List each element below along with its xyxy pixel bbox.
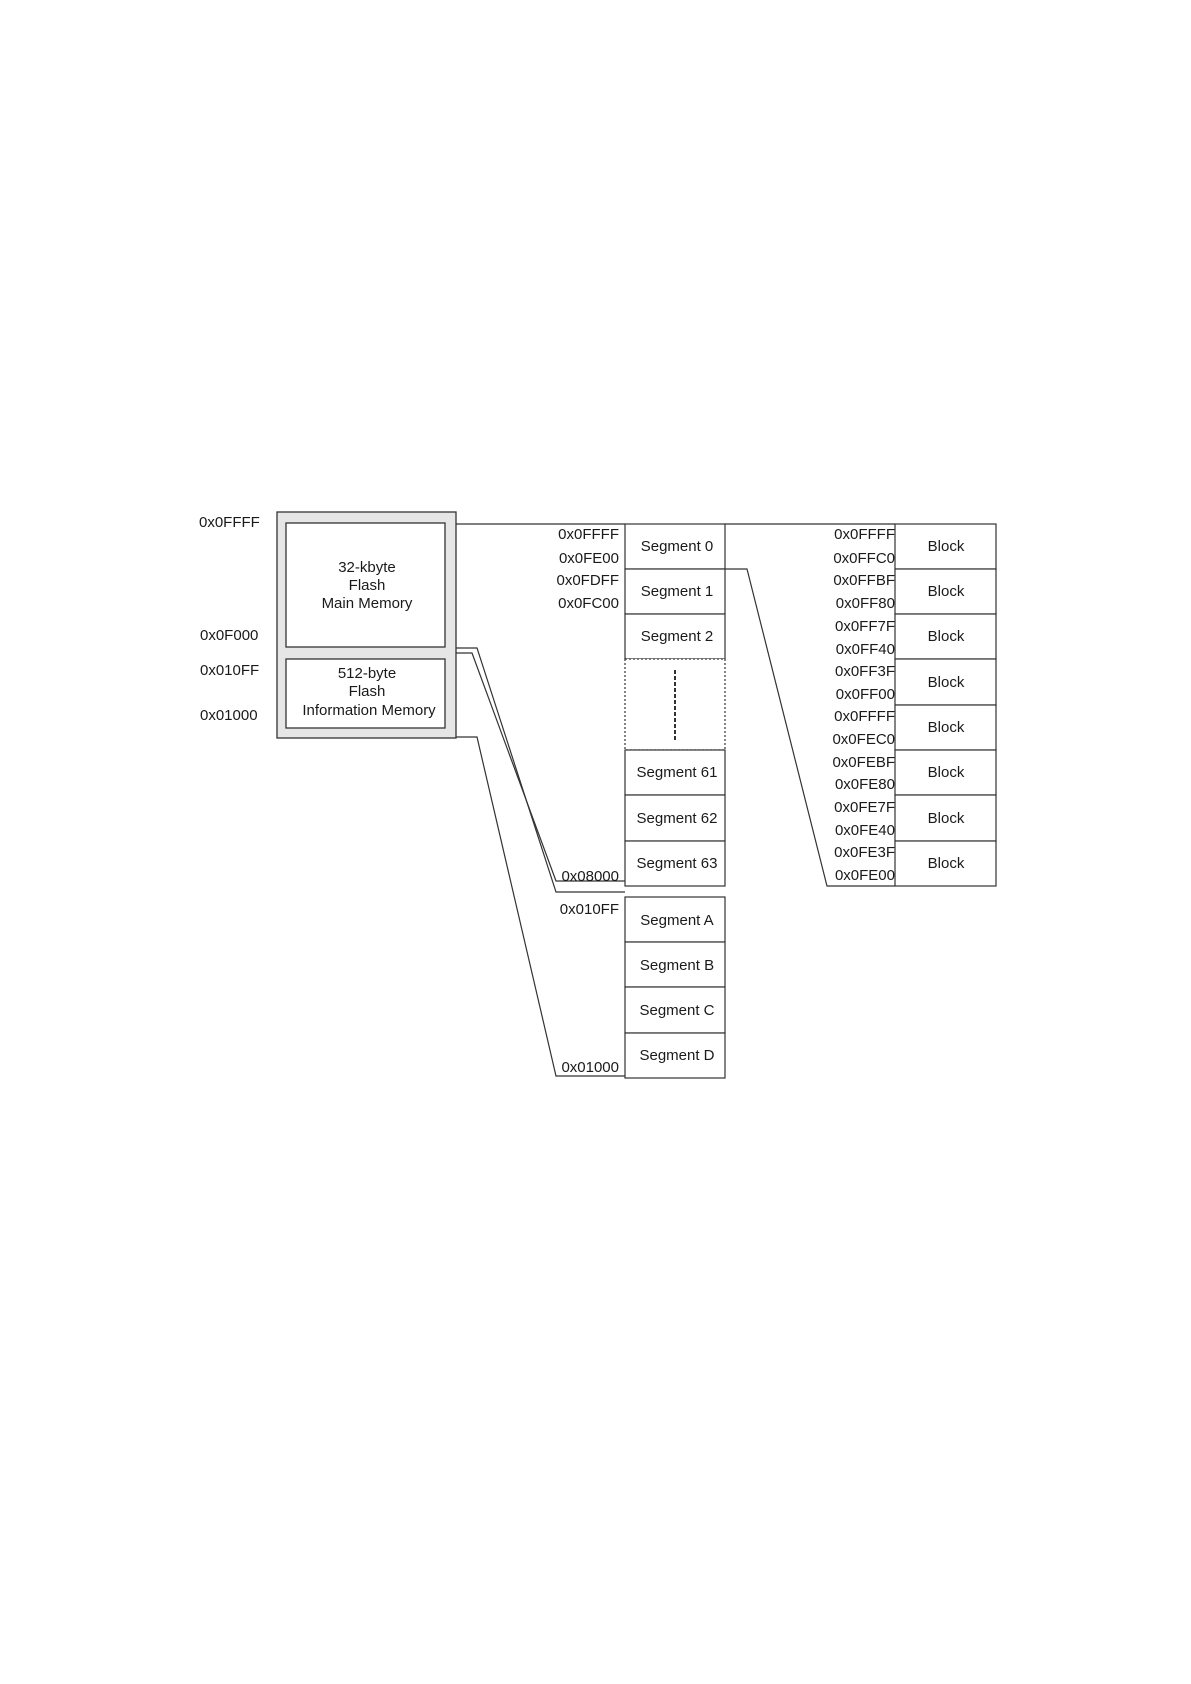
block-address: 0x0FF7F [835,618,895,635]
segment-address: 0x0FDFF [556,572,619,589]
block-box [894,704,997,751]
block-address: 0x0FE40 [835,822,895,839]
block-label: Block [928,855,965,872]
flash-top-address: 0x0FFFF [199,514,260,531]
flash-overview: 32-kbyte Flash Main Memory 512-byte Flas… [199,511,457,739]
segment-label: Segment 61 [637,764,718,781]
block-address: 0x0FE80 [835,776,895,793]
segment-label: Segment B [640,957,714,974]
main-memory-type-label: Flash [349,577,386,594]
info-memory-box [285,658,446,729]
segment-ellipsis-box [624,658,726,751]
segment-box [624,523,726,570]
segment-address: 0x0FFFF [558,526,619,543]
block-label: Block [928,764,965,781]
segment-label: Segment 0 [641,538,714,555]
block-box [894,568,997,615]
connector-main-bottom-b [456,652,625,882]
info-memory-size-label: 512-byte [338,665,396,682]
block-address: 0x0FE3F [834,844,895,861]
block-box [894,794,997,842]
block-address: 0x0FF40 [836,641,895,658]
segment-label: Segment 62 [637,810,718,827]
segment-box [624,1032,726,1079]
segment-box [624,613,726,660]
connector-info-bottom [456,736,625,1077]
main-memory-box [285,522,446,648]
block-label: Block [928,674,965,691]
block-address: 0x0FFFF [834,708,895,725]
block-address: 0x0FFBF [833,572,895,589]
connector-main-bottom-a [456,647,625,893]
segment-box [624,896,726,943]
segment-label: Segment 2 [641,628,714,645]
block-box [894,523,997,570]
block-address: 0x0FFC0 [833,550,895,567]
segment-box [624,986,726,1034]
segment-address: 0x0FC00 [558,595,619,612]
block-label: Block [928,538,965,555]
info-bottom-address: 0x01000 [200,707,258,724]
segment-label: Segment 1 [641,583,714,600]
block-label: Block [928,810,965,827]
block-box [894,840,997,887]
segment-box [624,749,726,796]
segment-address: 0x0FE00 [559,550,619,567]
block-address: 0x0FF80 [836,595,895,612]
info-segments: Segment A Segment B Segment C Segment D … [560,896,726,1079]
segment-label: Segment A [640,912,713,929]
block-address: 0x0FFFF [834,526,895,543]
info-memory-type-label: Flash [349,683,386,700]
block-box [894,613,997,660]
block-label: Block [928,719,965,736]
main-memory-name-label: Main Memory [322,595,413,612]
block-box [894,658,997,706]
block-label: Block [928,628,965,645]
main-memory-size-label: 32-kbyte [338,559,396,576]
segment-box [624,840,726,887]
segment-label: Segment C [639,1002,714,1019]
block-address: 0x0FF3F [835,663,895,680]
block-address: 0x0FE7F [834,799,895,816]
info-top-address: 0x010FF [200,662,259,679]
block-box [894,749,997,796]
info-memory-name-label: Information Memory [302,702,436,719]
blocks: Block Block Block Block Block Block Bloc… [832,523,997,887]
block-address: 0x0FEC0 [832,731,895,748]
segment-box [624,941,726,988]
block-address: 0x0FEBF [832,754,895,771]
block-address: 0x0FE00 [835,867,895,884]
segment-address: 0x010FF [560,901,619,918]
segment-label: Segment 63 [637,855,718,872]
main-segments: Segment 0 Segment 1 Segment 2 Segment 61… [556,523,726,887]
segment-address: 0x01000 [561,1059,619,1076]
connector-lines [456,523,895,1077]
block-label: Block [928,583,965,600]
connector-block-bottom [725,568,895,887]
block-address: 0x0FF00 [836,686,895,703]
main-bottom-address: 0x0F000 [200,627,258,644]
segment-address: 0x08000 [561,868,619,885]
segment-label: Segment D [639,1047,714,1064]
segment-box [624,568,726,615]
